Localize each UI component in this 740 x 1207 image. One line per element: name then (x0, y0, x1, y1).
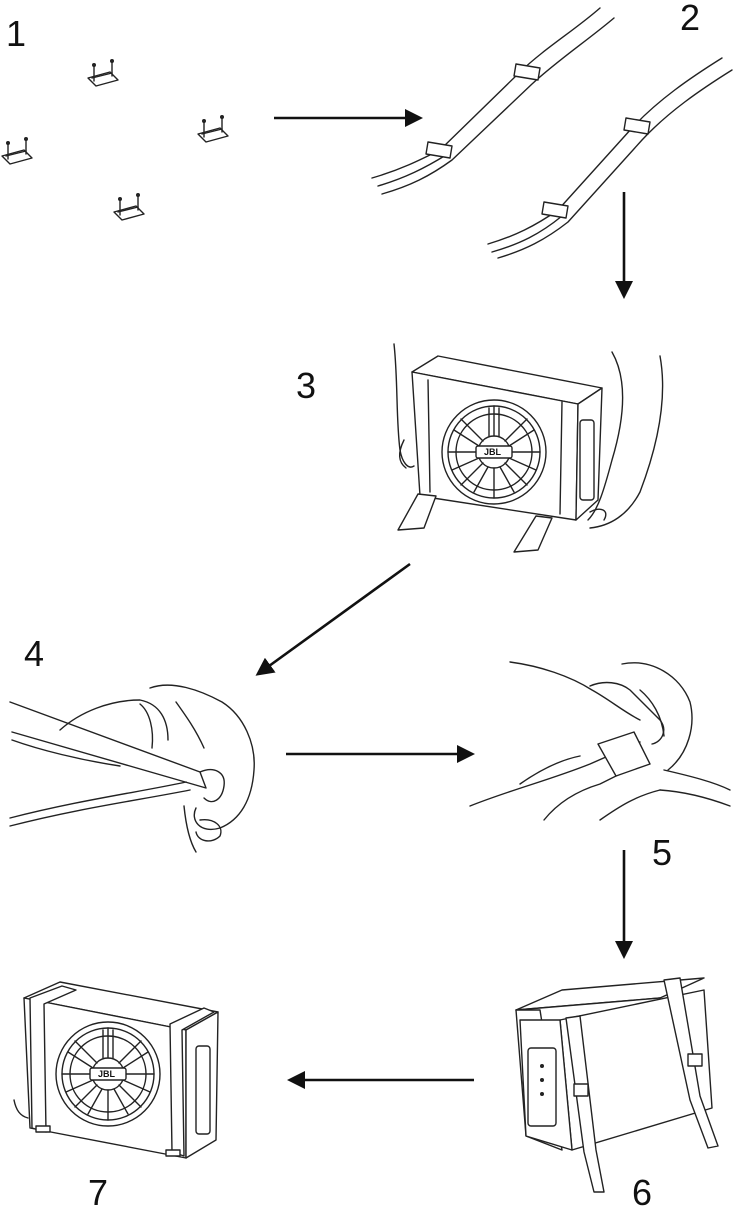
strap-wrap-left (29, 985, 77, 1133)
step-3-subwoofer-on-straps: JBL (393, 343, 664, 553)
step-number-3: 3 (296, 365, 316, 406)
arrow-down-left-icon (255, 562, 411, 676)
floor-strap (565, 1015, 605, 1193)
mounting-bracket (87, 58, 119, 87)
step-7-installed-subwoofer: JBL (13, 981, 219, 1159)
step-number-7: 7 (88, 1172, 108, 1207)
side-panel (579, 419, 595, 501)
step-1-brackets (1, 58, 229, 221)
floor-strap (513, 515, 553, 553)
step-number-5: 5 (652, 832, 672, 873)
side-panel (527, 1047, 557, 1127)
strap-clip (513, 63, 541, 81)
step-4-threading-strap (9, 684, 255, 853)
strap-buckle (597, 731, 651, 777)
mounting-bracket (1, 136, 33, 165)
mounting-bracket (113, 192, 145, 221)
step-5-tightening-strap (469, 661, 731, 821)
floor-strap (397, 493, 437, 531)
strap-buckle (687, 1053, 703, 1067)
side-panel (195, 1045, 211, 1135)
brand-mark: JBL (98, 1069, 116, 1079)
step-6-strapped-subwoofer (515, 977, 719, 1193)
strap-clip (541, 201, 569, 219)
step-number-2: 2 (680, 0, 700, 38)
step-number-6: 6 (632, 1172, 652, 1207)
step-2-straps (371, 7, 733, 259)
step-number-4: 4 (24, 633, 44, 674)
strap-buckle (573, 1083, 589, 1097)
mounting-bracket (197, 114, 229, 143)
mounting-bracket (35, 1125, 51, 1133)
step-number-1: 1 (6, 13, 26, 54)
brand-mark: JBL (484, 447, 502, 457)
strap-clip (623, 117, 651, 135)
mounting-bracket (165, 1149, 181, 1157)
strap-clip (425, 141, 453, 159)
